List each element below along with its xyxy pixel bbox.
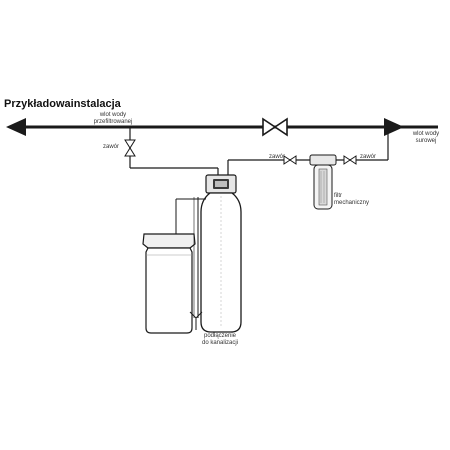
- inlet-label: wlot wody surowej: [402, 131, 450, 145]
- drain-label-line1: podłączenie: [203, 333, 237, 339]
- arrow-right-icon: [384, 118, 404, 136]
- right-valve-icon: [343, 155, 357, 165]
- valve-mid-label: zawór: [269, 154, 286, 160]
- inlet-label-line1: wlot wody: [412, 131, 440, 137]
- valve-right-label: zawór: [360, 154, 377, 160]
- filter-label-line2: mechaniczny: [334, 200, 370, 206]
- inlet-label-line2: surowej: [415, 138, 437, 144]
- filter-label-line1: filtr: [334, 193, 342, 199]
- filter-label: filtr mechaniczny: [334, 193, 369, 207]
- page-title: Przykładowainstalacja: [4, 98, 121, 110]
- control-head-icon: [205, 174, 237, 194]
- filter-housing-icon: [309, 154, 337, 210]
- outlet-valve-icon: [124, 139, 136, 157]
- inlet-branch-pipe: [227, 127, 389, 176]
- bypass-valve-icon: [262, 117, 288, 137]
- mid-valve-icon: [283, 155, 297, 165]
- valve-left-label: zawór: [103, 144, 120, 150]
- brine-tank-icon: [142, 233, 196, 334]
- brine-line: [175, 198, 206, 234]
- drain-line: [189, 197, 203, 330]
- outlet-label: wlot wody przefiltrowanej: [82, 112, 144, 126]
- drain-label: podłączenie do kanalizacji: [190, 333, 250, 347]
- outlet-branch-pipe: [129, 127, 219, 176]
- outlet-label-line2: przefiltrowanej: [93, 119, 133, 125]
- outlet-label-line1: wlot wody: [99, 112, 127, 118]
- softener-tank-icon: [200, 192, 242, 333]
- drain-label-line2: do kanalizacji: [201, 340, 239, 346]
- arrow-left-icon: [6, 118, 26, 136]
